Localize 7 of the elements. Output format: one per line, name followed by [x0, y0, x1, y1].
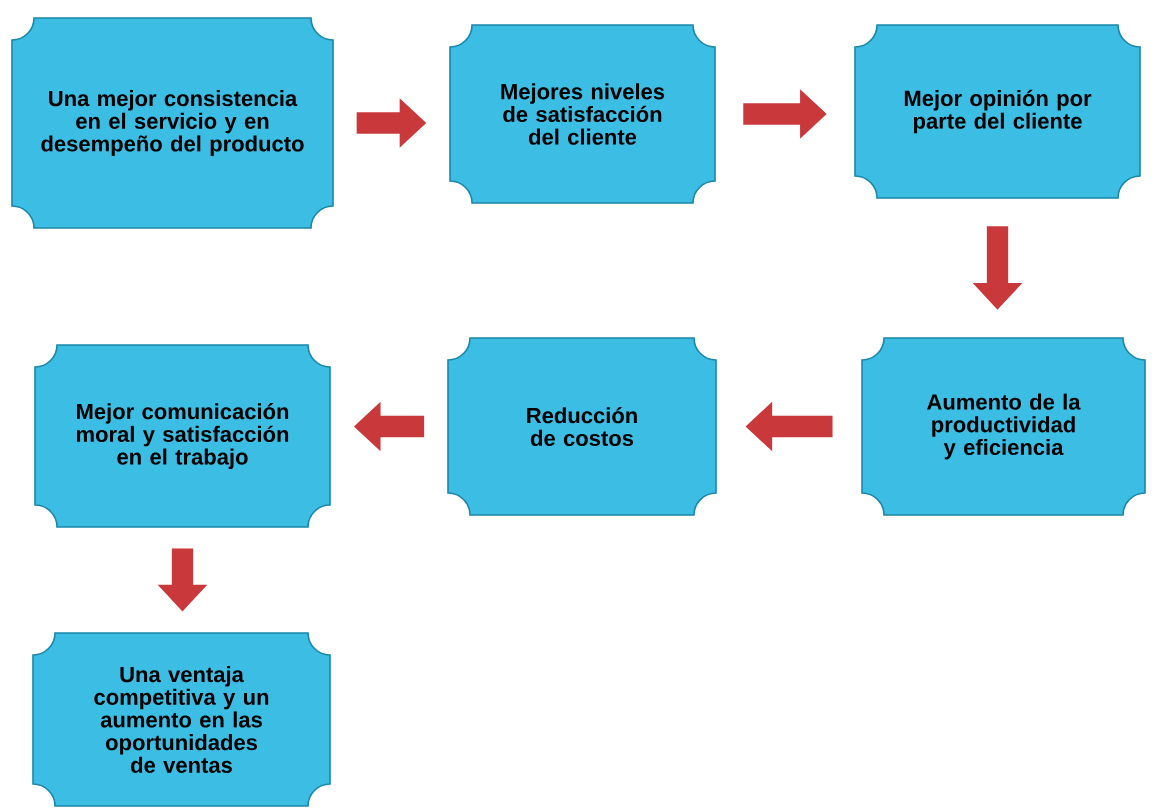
process-box: Aumento de la productividad y eficiencia [861, 337, 1146, 516]
process-box: Una ventaja competitiva y un aumento en las oportunidades de ventas [32, 632, 331, 807]
process-box: Mejor comunicación moral y satisfacción en el trabajo [34, 344, 331, 528]
process-box: Mejor opinión por parte del cliente [854, 24, 1141, 199]
process-box: Mejores niveles de satisfacción del cliente [449, 24, 716, 204]
process-box: Una mejor consistencia en el servicio y en desempeño del producto [11, 17, 334, 229]
process-box: Reducción de costos [447, 337, 717, 516]
